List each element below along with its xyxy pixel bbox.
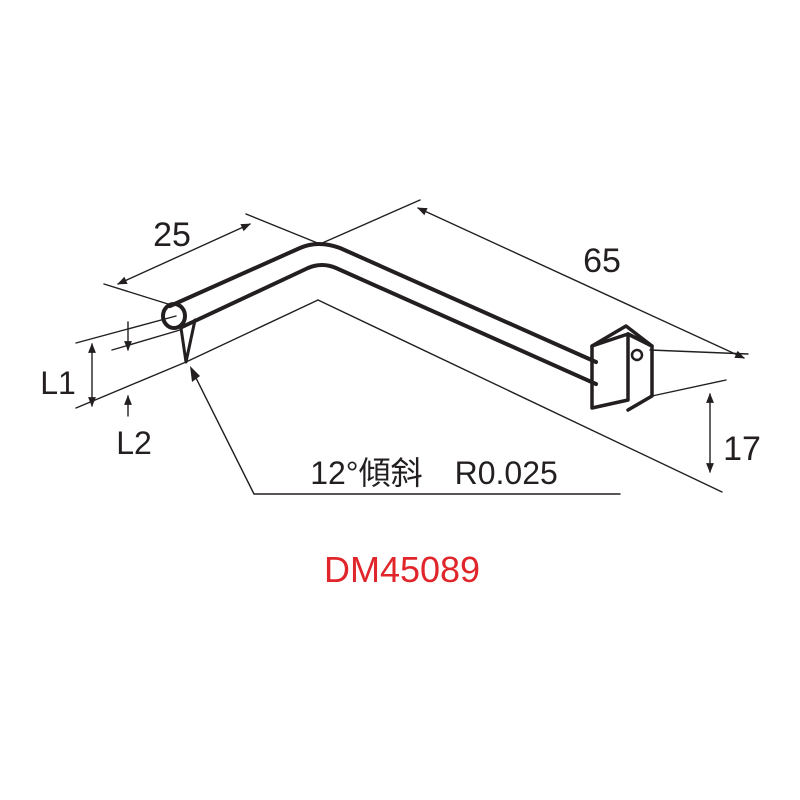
block-side-face xyxy=(626,332,654,412)
mount-block xyxy=(590,324,654,412)
ext-l1-top xyxy=(75,315,177,344)
wire-inner-edge xyxy=(180,263,598,386)
tip-leader xyxy=(190,366,621,495)
block-front-face xyxy=(590,332,630,410)
ext-arm-right xyxy=(245,213,321,245)
tip-leader-arrowhead xyxy=(190,366,200,382)
ext-l2 xyxy=(111,329,181,351)
dim-l2-label: L2 xyxy=(116,425,152,461)
ext-height-top xyxy=(651,379,727,397)
dimension-lines xyxy=(88,207,745,473)
extension-lines xyxy=(75,199,749,493)
dim-arm-label: 25 xyxy=(153,216,191,254)
ext-shaft-left xyxy=(319,199,421,245)
dim-shaft-line xyxy=(417,207,745,359)
tip-leader-line xyxy=(195,377,621,495)
wire-end-circle xyxy=(161,302,187,330)
dim-arm-line xyxy=(117,223,251,285)
dim-height-label: 17 xyxy=(723,430,761,468)
block-screw-hole xyxy=(630,348,644,362)
tip-spec-label: 12°傾斜 R0.025 xyxy=(310,455,558,491)
probe-wire xyxy=(168,242,598,386)
ext-bottom-baseline xyxy=(185,299,319,363)
dim-shaft-label: 65 xyxy=(583,242,621,280)
dim-l1-label: L1 xyxy=(40,365,76,401)
ext-baseline-right xyxy=(317,299,723,493)
ext-arm-left xyxy=(103,283,169,305)
product-code: DM45089 xyxy=(324,549,480,590)
